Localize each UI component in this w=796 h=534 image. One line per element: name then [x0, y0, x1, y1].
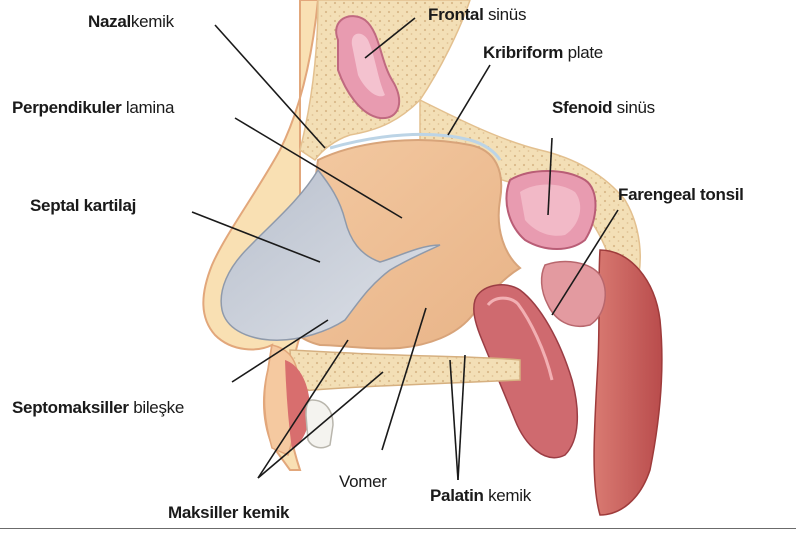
- label-septal-kartilaj: Septal kartilaj: [30, 196, 136, 216]
- label-vomer: Vomer: [339, 472, 387, 492]
- bottom-divider: [0, 528, 796, 529]
- incisor-tooth: [306, 400, 333, 448]
- pharyngeal-tonsil: [542, 262, 606, 327]
- label-perpendikuler-lamina: Perpendikuler lamina: [12, 98, 174, 118]
- label-septomaksiller-bileske: Septomaksiller bileşke: [12, 398, 184, 418]
- label-frontal-sinus: Frontal sinüs: [428, 5, 526, 25]
- label-farengeal-tonsil: Farengeal tonsil: [618, 185, 744, 205]
- label-palatin-kemik: Palatin kemik: [430, 486, 531, 506]
- label-maksiller-kemik: Maksiller kemik: [168, 503, 289, 523]
- hard-palate: [290, 350, 520, 392]
- label-sfenoid-sinus: Sfenoid sinüs: [552, 98, 655, 118]
- label-kribriform-plate: Kribriform plate: [483, 43, 603, 63]
- label-nazal-kemik: Nazalkemik: [88, 12, 174, 32]
